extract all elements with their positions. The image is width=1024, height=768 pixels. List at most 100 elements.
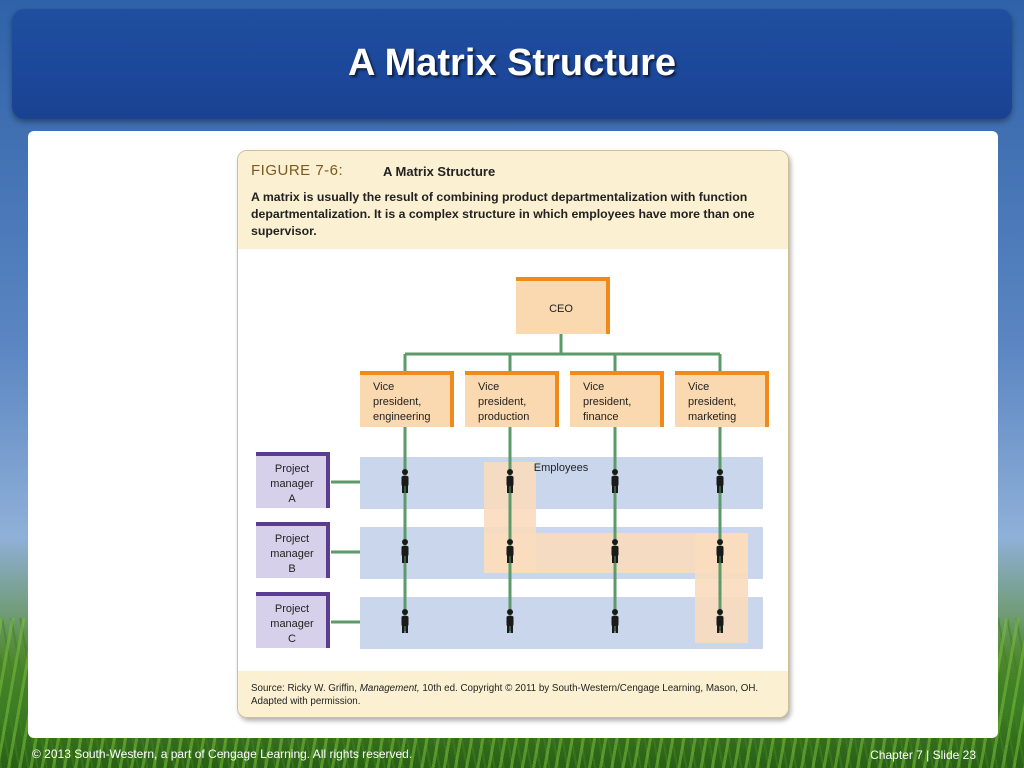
employee-leg-right: [405, 555, 408, 563]
employee-leg-right: [405, 625, 408, 633]
employee-figure-0-2: [611, 469, 619, 493]
employee-head: [717, 609, 723, 615]
vp-label-1-line-1: president,: [478, 396, 526, 408]
source-title: Management,: [359, 683, 420, 694]
employee-figure-1-1: [506, 539, 514, 563]
employee-leg-right: [405, 485, 408, 493]
figure-number: FIGURE 7-6:: [251, 162, 344, 179]
copyright-footer: © 2013 South-Western, a part of Cengage …: [32, 747, 413, 761]
pm-box-0-face: [256, 456, 326, 508]
pm-box-1-side-edge: [326, 522, 330, 578]
employee-leg-right: [720, 625, 723, 633]
employee-figure-0-3: [716, 469, 724, 493]
figure-caption: A matrix is usually the result of combin…: [251, 190, 755, 238]
figure-header: FIGURE 7-6: A Matrix Structure A matrix …: [238, 151, 788, 249]
vp-box-3-face: [675, 375, 765, 427]
pm-box-0-side-edge: [326, 452, 330, 508]
employee-head: [612, 539, 618, 545]
employee-head: [402, 609, 408, 615]
employee-leg-right: [510, 485, 513, 493]
employee-head: [717, 539, 723, 545]
employee-figure-2-1: [506, 609, 514, 633]
ceo-box-face: [516, 281, 606, 334]
vp-box-1-top-edge: [465, 371, 559, 375]
vp-box-2: [570, 371, 664, 427]
employee-leg-left: [717, 485, 720, 493]
slide-number-footer: Chapter 7 | Slide 23: [870, 748, 976, 762]
employee-figure-1-2: [611, 539, 619, 563]
vp-box-1-face: [465, 375, 555, 427]
employee-body: [716, 616, 724, 626]
pm-box-1-face: [256, 526, 326, 578]
pm-box-1: [256, 522, 330, 578]
pm-label-0-line-0: Project: [275, 463, 309, 475]
vp-label-2-line-1: president,: [583, 396, 631, 408]
vp-label-3-line-2: marketing: [688, 411, 736, 423]
pm-box-2-face: [256, 596, 326, 648]
employee-leg-left: [717, 555, 720, 563]
employee-leg-left: [717, 625, 720, 633]
vp-box-3-side-edge: [765, 371, 769, 427]
vp-box-3: [675, 371, 769, 427]
employee-leg-left: [507, 555, 510, 563]
employee-body: [506, 616, 514, 626]
vp-label-1-line-0: Vice: [478, 381, 499, 393]
employee-head: [717, 469, 723, 475]
source-suffix: 10th ed. Copyright © 2011 by South-Weste…: [251, 683, 759, 707]
employee-head: [402, 539, 408, 545]
pm-box-2-top-edge: [256, 592, 330, 596]
vp-label-2-line-0: Vice: [583, 381, 604, 393]
employee-leg-right: [615, 485, 618, 493]
employee-leg-left: [507, 625, 510, 633]
title-bar: A Matrix Structure: [12, 9, 1012, 119]
employee-leg-left: [402, 555, 405, 563]
vp-label-0-line-1: president,: [373, 396, 421, 408]
vp-label-0-line-0: Vice: [373, 381, 394, 393]
slide-title: A Matrix Structure: [348, 42, 676, 84]
employee-leg-left: [612, 555, 615, 563]
employee-leg-right: [615, 555, 618, 563]
vp-box-2-top-edge: [570, 371, 664, 375]
matrix-diagram: CEO Vice president, engineering Vice presiden…: [256, 277, 769, 649]
employees-label: Employees: [534, 462, 589, 474]
ceo-box-top-edge: [516, 277, 610, 281]
row-band-0: [360, 457, 763, 509]
employee-body: [401, 476, 409, 486]
employee-head: [507, 609, 513, 615]
employee-leg-left: [612, 625, 615, 633]
employee-figure-0-1: [506, 469, 514, 493]
employee-leg-right: [615, 625, 618, 633]
employee-body: [611, 476, 619, 486]
employee-body: [506, 476, 514, 486]
figure-source: Source: Ricky W. Griffin, Management, 10…: [251, 682, 781, 708]
vp-box-0-top-edge: [360, 371, 454, 375]
employee-leg-left: [402, 625, 405, 633]
vp-label-3-line-0: Vice: [688, 381, 709, 393]
employee-leg-right: [720, 485, 723, 493]
vp-box-1: [465, 371, 559, 427]
ceo-box: [516, 277, 610, 334]
employee-leg-left: [507, 485, 510, 493]
employee-body: [716, 476, 724, 486]
vp-label-2-line-2: finance: [583, 411, 618, 423]
vp-box-2-side-edge: [660, 371, 664, 427]
pm-label-1-line-2: B: [288, 563, 295, 575]
vp-label-0-line-2: engineering: [373, 411, 431, 423]
figure-footer: Source: Ricky W. Griffin, Management, 10…: [238, 671, 788, 717]
vp-box-3-top-edge: [675, 371, 769, 375]
employee-body: [401, 616, 409, 626]
pm-label-2-line-0: Project: [275, 603, 309, 615]
employee-body: [611, 616, 619, 626]
pm-label-1-line-0: Project: [275, 533, 309, 545]
vp-box-1-side-edge: [555, 371, 559, 427]
pm-box-0: [256, 452, 330, 508]
ceo-label: CEO: [549, 303, 573, 315]
employee-figure-1-0: [401, 539, 409, 563]
vp-label-1-line-2: production: [478, 411, 529, 423]
employee-head: [402, 469, 408, 475]
employee-head: [612, 609, 618, 615]
pm-box-1-top-edge: [256, 522, 330, 526]
source-prefix: Source: Ricky W. Griffin,: [251, 683, 360, 694]
employee-figure-0-0: [401, 469, 409, 493]
pm-label-2-line-2: C: [288, 633, 296, 645]
